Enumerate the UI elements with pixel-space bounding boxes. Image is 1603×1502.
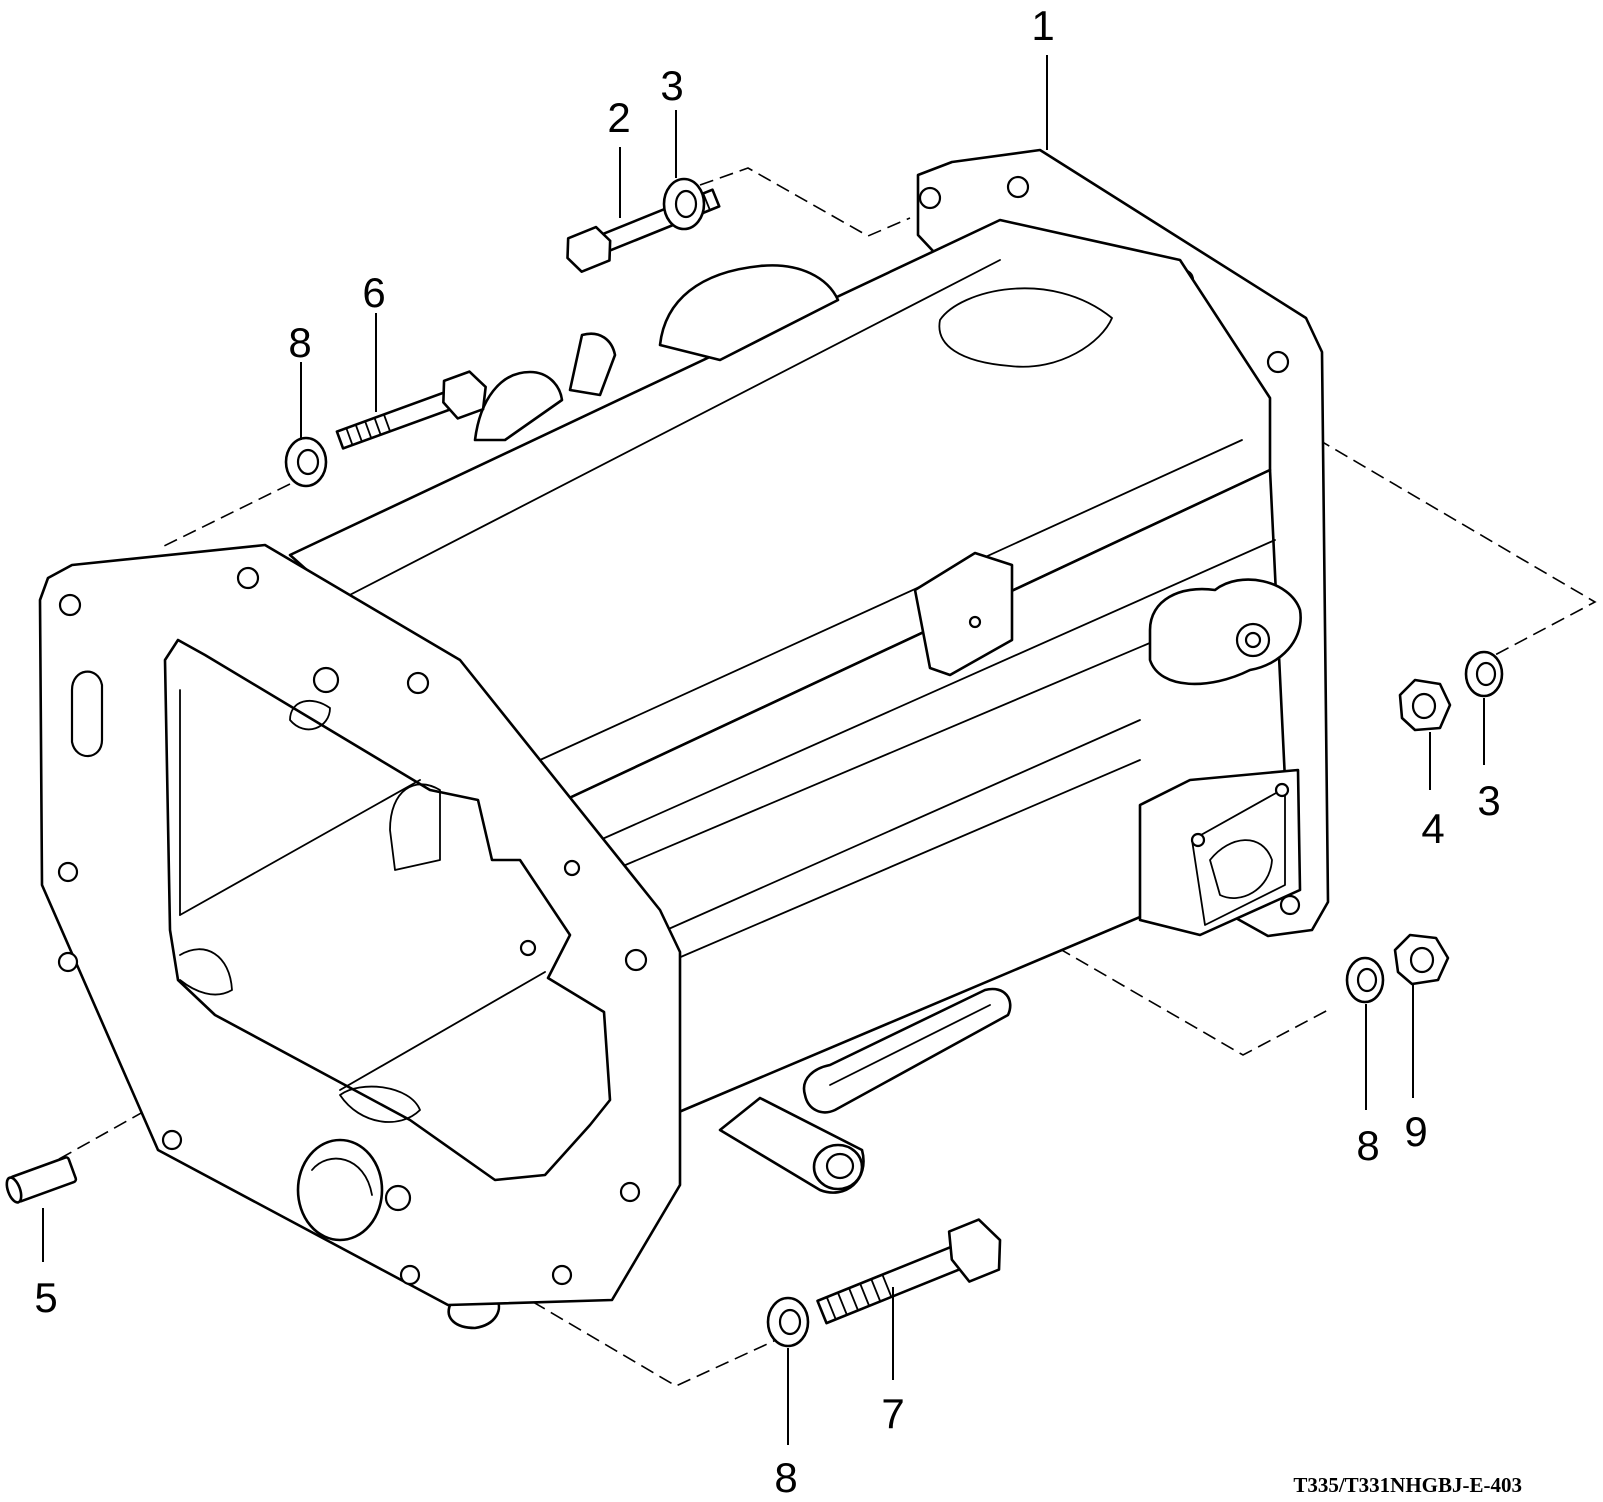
callout-1: 1: [1031, 2, 1054, 49]
callout-3-top: 3: [660, 62, 683, 109]
callout-8-right: 8: [1356, 1122, 1379, 1169]
callout-4: 4: [1421, 805, 1444, 852]
callout-7: 7: [881, 1390, 904, 1437]
transmission-housing: [38, 148, 1330, 1330]
drawing-code: T335/T331NHGBJ-E-403: [1293, 1473, 1522, 1497]
leader-lines: [42, 55, 1485, 1445]
callout-8-lower: 8: [774, 1454, 797, 1501]
nut-4: [1398, 678, 1452, 732]
washer-8-lower: [766, 1296, 810, 1348]
washer-3-top: [662, 177, 706, 231]
callout-3-right: 3: [1477, 777, 1500, 824]
callout-numbers: 1 2 3 6 8 4 3 8 9 5 7 8: [34, 2, 1500, 1501]
dowel-pin-5: [5, 1156, 78, 1204]
bolt-7: [816, 1218, 1002, 1325]
callout-5: 5: [34, 1274, 57, 1321]
washer-8-right: [1345, 956, 1385, 1004]
callout-6: 6: [362, 269, 385, 316]
washer-8-upper: [284, 436, 328, 488]
bolt-6: [335, 370, 487, 450]
callout-9: 9: [1404, 1108, 1427, 1155]
callout-2: 2: [607, 94, 630, 141]
washer-3-right: [1464, 650, 1504, 698]
nut-9: [1393, 933, 1450, 986]
callout-8-upper: 8: [288, 319, 311, 366]
